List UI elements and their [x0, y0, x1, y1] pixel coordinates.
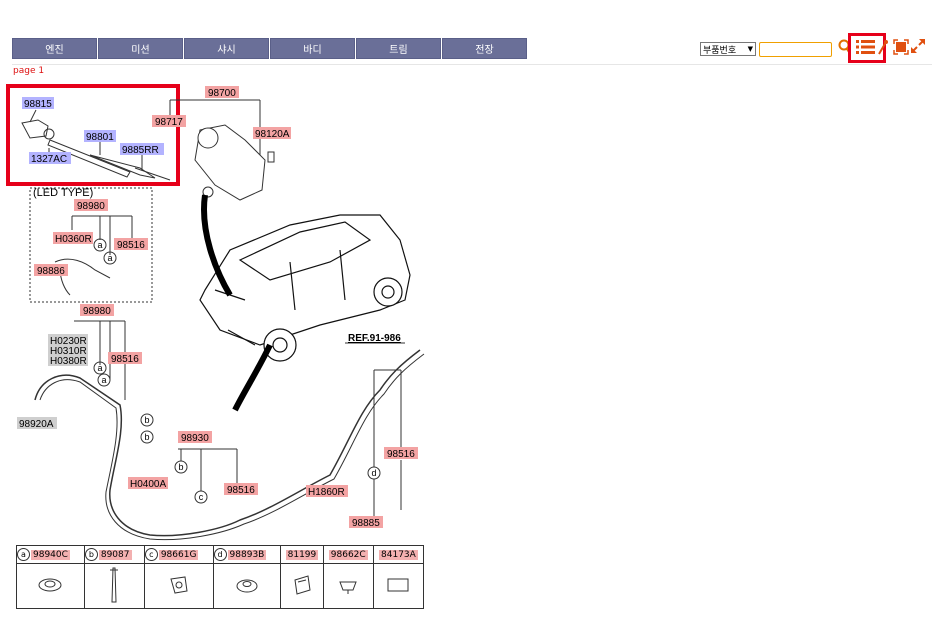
- svg-text:H0360R: H0360R: [55, 234, 92, 245]
- svg-text:98516: 98516: [387, 449, 415, 460]
- label-98815: 98815: [24, 99, 52, 110]
- label-98801: 98801: [86, 132, 114, 143]
- part-image: [83, 563, 145, 609]
- svg-text:a: a: [107, 253, 112, 263]
- part-image: [16, 563, 85, 609]
- chevron-down-icon: ▼: [747, 45, 753, 53]
- svg-text:98885: 98885: [352, 518, 380, 529]
- car-drawing: [199, 214, 411, 362]
- svg-text:98516: 98516: [111, 354, 139, 365]
- svg-text:98980: 98980: [77, 201, 105, 212]
- pointer-arrow-1: [201, 194, 233, 297]
- nav-electrical-button[interactable]: 전장: [442, 38, 527, 59]
- part-image: [280, 563, 324, 609]
- wiper-motor-drawing: [169, 99, 275, 201]
- blue-labels: 98815 98801 1327AC 9885RR: [22, 97, 164, 165]
- svg-text:98120A: 98120A: [255, 129, 290, 140]
- svg-text:a: a: [101, 375, 106, 385]
- svg-text:b: b: [144, 432, 149, 442]
- svg-text:98717: 98717: [155, 117, 183, 128]
- nav-transmission-button[interactable]: 미션: [98, 38, 183, 59]
- pointer-arrow-2: [232, 343, 273, 412]
- legend-cell[interactable]: 98662C: [322, 545, 374, 564]
- expand-icon[interactable]: [910, 38, 926, 54]
- nav-trim-button[interactable]: 트림: [356, 38, 441, 59]
- svg-text:98980: 98980: [83, 306, 111, 317]
- search-input[interactable]: [759, 42, 832, 57]
- svg-text:a: a: [97, 240, 102, 250]
- svg-text:a: a: [97, 363, 102, 373]
- part-image: [212, 563, 282, 609]
- search-type-select[interactable]: 부품번호 ▼: [700, 42, 756, 56]
- svg-text:H0230R: H0230R: [50, 336, 87, 347]
- callout-letters: a a a a b b b c d: [97, 240, 376, 502]
- selected-region-highlight: [6, 84, 180, 186]
- wiper-arm-drawing: [21, 109, 171, 181]
- gray-labels: H0230R H0310R H0380R 98920A: [17, 334, 88, 430]
- list-icon[interactable]: [855, 38, 877, 56]
- label-1327AC: 1327AC: [31, 154, 67, 165]
- svg-text:b: b: [178, 462, 183, 472]
- svg-text:98930: 98930: [181, 433, 209, 444]
- led-type-annotation: (LED TYPE): [33, 187, 93, 199]
- fit-screen-icon[interactable]: [893, 39, 909, 55]
- svg-text:d: d: [371, 468, 376, 478]
- ref-annotation: REF.91-986: [348, 333, 401, 344]
- legend-image-row: [16, 563, 425, 609]
- search-type-value: 부품번호: [703, 45, 737, 56]
- part-image: [143, 563, 214, 609]
- svg-text:b: b: [144, 415, 149, 425]
- nav-chassis-button[interactable]: 샤시: [184, 38, 269, 59]
- svg-text:98516: 98516: [117, 240, 145, 251]
- svg-text:98920A: 98920A: [19, 419, 54, 430]
- page-label: page 1: [13, 66, 45, 76]
- svg-text:H0310R: H0310R: [50, 346, 87, 357]
- category-nav: 엔진 미션 샤시 바디 트림 전장: [12, 38, 527, 59]
- red-labels: 98700 98717 98120A 98980 H0360R 98516 98…: [34, 86, 418, 529]
- header-separator: [12, 64, 932, 65]
- nav-body-button[interactable]: 바디: [270, 38, 355, 59]
- svg-text:98886: 98886: [37, 266, 65, 277]
- label-9885RR: 9885RR: [122, 145, 159, 156]
- part-image: [322, 563, 374, 609]
- part-image: [372, 563, 425, 609]
- list-view-highlight: [848, 33, 886, 63]
- legend-cell[interactable]: 81199: [280, 545, 324, 564]
- pin-icon[interactable]: [877, 38, 889, 56]
- svg-text:c: c: [199, 492, 204, 502]
- svg-text:H0400A: H0400A: [130, 479, 166, 490]
- svg-text:H1860R: H1860R: [308, 487, 345, 498]
- svg-text:H0380R: H0380R: [50, 356, 87, 367]
- legend-cell[interactable]: 84173A: [372, 545, 425, 564]
- svg-text:98516: 98516: [227, 485, 255, 496]
- nav-engine-button[interactable]: 엔진: [12, 38, 97, 59]
- svg-text:98700: 98700: [208, 88, 236, 99]
